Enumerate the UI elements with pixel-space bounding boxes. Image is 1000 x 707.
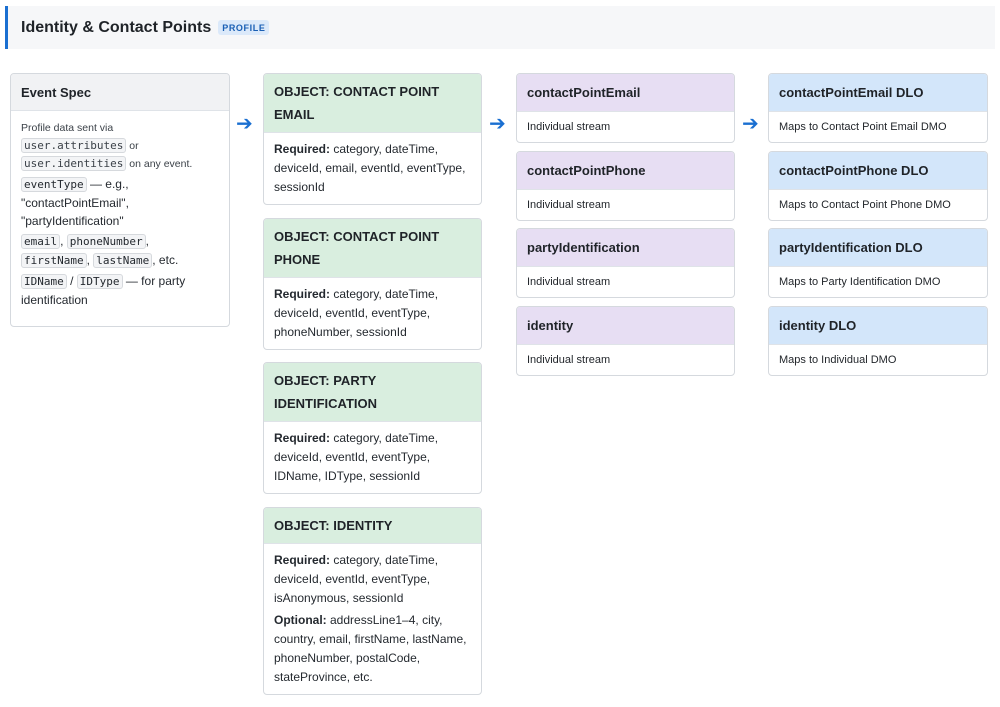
arrow-right-icon: ➔: [742, 113, 759, 135]
stream-title: contactPointEmail: [517, 74, 734, 111]
code-idname: IDName: [21, 274, 67, 289]
code-user-attributes: user.attributes: [21, 138, 127, 153]
code-email: email: [21, 234, 61, 249]
stream-title: identity: [517, 307, 734, 344]
stream-title: contactPointPhone: [517, 152, 734, 189]
code-idtype: IDType: [76, 274, 123, 289]
dlo-card-identity: identity DLO Maps to Individual DMO: [768, 306, 988, 376]
event-spec-card: Event Spec Profile data sent via user.at…: [10, 73, 230, 327]
event-spec-body: Profile data sent via user.attributes or…: [11, 110, 229, 319]
code-event-type: eventType: [21, 177, 87, 192]
arrow-right-icon: ➔: [236, 113, 253, 135]
dlo-desc: Maps to Individual DMO: [769, 344, 987, 375]
object-title: OBJECT: CONTACT POINT PHONE: [264, 219, 481, 277]
object-fields: Required: category, dateTime, deviceId, …: [264, 421, 481, 493]
dlo-card-contact-point-phone: contactPointPhone DLO Maps to Contact Po…: [768, 151, 988, 221]
code-first-name: firstName: [21, 253, 87, 268]
code-phone-number: phoneNumber: [66, 234, 146, 249]
section-header: Identity & Contact Points PROFILE: [5, 6, 995, 49]
dlo-card-party-identification: partyIdentification DLO Maps to Party Id…: [768, 228, 988, 298]
profile-badge: PROFILE: [218, 20, 270, 35]
stream-card-identity: identity Individual stream: [516, 306, 735, 376]
stream-card-contact-point-phone: contactPointPhone Individual stream: [516, 151, 735, 221]
required-fields: Required: category, dateTime, deviceId, …: [274, 553, 439, 605]
dlo-desc: Maps to Contact Point Phone DMO: [769, 189, 987, 220]
stream-desc: Individual stream: [517, 344, 734, 375]
stream-card-party-identification: partyIdentification Individual stream: [516, 228, 735, 298]
dlo-title: contactPointPhone DLO: [769, 152, 987, 189]
code-user-identities: user.identities: [21, 156, 127, 171]
party-note: IDName / IDType — for party identificati…: [21, 274, 186, 307]
object-title: OBJECT: CONTACT POINT EMAIL: [264, 74, 481, 132]
section-title: Identity & Contact Points: [21, 18, 212, 36]
stream-title: partyIdentification: [517, 229, 734, 266]
dlo-title: identity DLO: [769, 307, 987, 344]
arrow-right-icon: ➔: [489, 113, 506, 135]
dlo-desc: Maps to Contact Point Email DMO: [769, 111, 987, 142]
optional-fields: Optional: addressLine1–4, city, country,…: [274, 613, 467, 684]
stream-desc: Individual stream: [517, 111, 734, 142]
object-card-identity: OBJECT: IDENTITY Required: category, dat…: [263, 507, 482, 695]
object-card-contact-point-email: OBJECT: CONTACT POINT EMAIL Required: ca…: [263, 73, 482, 205]
stream-card-contact-point-email: contactPointEmail Individual stream: [516, 73, 735, 143]
dlo-title: contactPointEmail DLO: [769, 74, 987, 111]
stream-desc: Individual stream: [517, 189, 734, 220]
object-title: OBJECT: IDENTITY: [264, 508, 481, 543]
dlo-desc: Maps to Party Identification DMO: [769, 266, 987, 297]
object-title: OBJECT: PARTY IDENTIFICATION: [264, 363, 481, 421]
object-card-party-identification: OBJECT: PARTY IDENTIFICATION Required: c…: [263, 362, 482, 494]
stream-desc: Individual stream: [517, 266, 734, 297]
dlo-card-contact-point-email: contactPointEmail DLO Maps to Contact Po…: [768, 73, 988, 143]
object-card-contact-point-phone: OBJECT: CONTACT POINT PHONE Required: ca…: [263, 218, 482, 350]
event-spec-intro: Profile data sent via user.attributes or…: [21, 122, 193, 171]
object-fields: Required: category, dateTime, deviceId, …: [264, 543, 481, 694]
code-last-name: lastName: [93, 253, 153, 268]
event-type-note: eventType — e.g., "contactPointEmail", "…: [21, 177, 129, 228]
event-spec-title: Event Spec: [11, 74, 229, 110]
dlo-title: partyIdentification DLO: [769, 229, 987, 266]
fields-note: email, phoneNumber, firstName, lastName,…: [21, 232, 219, 270]
object-fields: Required: category, dateTime, deviceId, …: [264, 277, 481, 349]
object-fields: Required: category, dateTime, deviceId, …: [264, 132, 481, 204]
